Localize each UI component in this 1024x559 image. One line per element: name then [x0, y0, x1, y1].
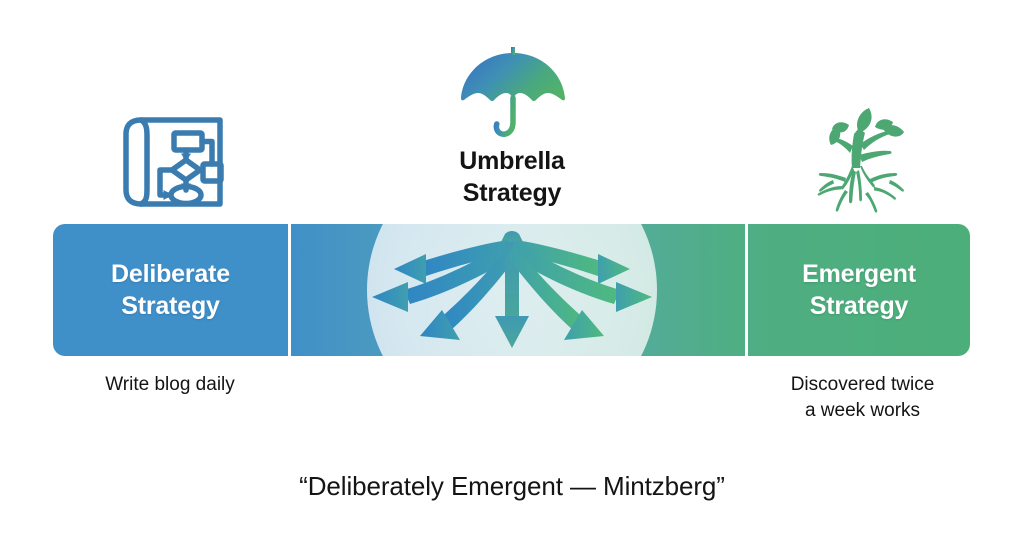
umbrella-label-line1: Umbrella	[459, 147, 565, 175]
divider-left	[288, 224, 291, 356]
blueprint-flowchart-icon	[116, 106, 232, 216]
deliberate-label-line1: Deliberate	[111, 260, 230, 288]
emergent-label-line2: Strategy	[809, 292, 909, 320]
strategy-spectrum-bar: Deliberate Strategy Emergent Strategy	[53, 224, 970, 356]
umbrella-label-line2: Strategy	[462, 179, 562, 207]
umbrella-icon	[455, 46, 571, 142]
emergent-caption-line1: Discovered twice	[790, 374, 935, 395]
emergent-caption-line2: a week works	[804, 400, 921, 422]
emergent-strategy-label: Emergent Strategy	[748, 258, 970, 322]
deliberate-strategy-label: Deliberate Strategy	[53, 258, 288, 322]
deliberate-label-line2: Strategy	[121, 292, 220, 320]
deliberate-caption-line1: Write blog daily	[105, 374, 235, 395]
diverging-arrows	[342, 224, 682, 356]
plant-roots-icon	[796, 100, 920, 216]
emergent-caption: Discovered twice a week works	[740, 372, 985, 424]
deliberate-caption: Write blog daily	[50, 372, 290, 398]
emergent-label-line1: Emergent	[802, 260, 916, 288]
divider-right	[745, 224, 748, 356]
footer-quote: “Deliberately Emergent — Mintzberg”	[299, 471, 725, 501]
umbrella-strategy-label: Umbrella Strategy	[392, 145, 632, 209]
